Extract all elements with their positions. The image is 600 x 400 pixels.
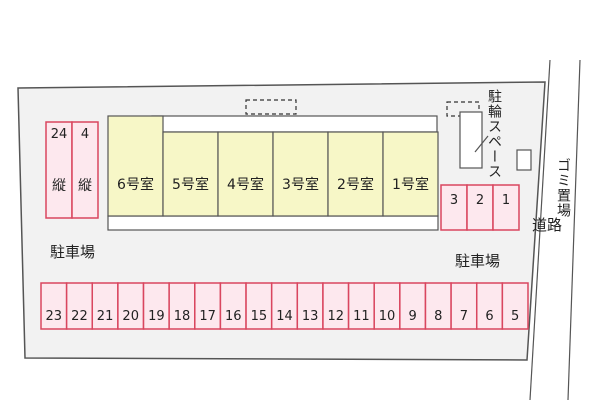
parking-spot <box>194 282 222 330</box>
parking-spot-number: 22 <box>71 309 88 324</box>
unit-label: 6号室 <box>117 176 154 193</box>
dashed-box-top <box>245 99 297 115</box>
parking-spot-number: 3 <box>450 193 458 208</box>
parking-spot <box>424 282 452 330</box>
parking-spot-number: 20 <box>122 309 139 324</box>
bicycle-space-label: 駐輪スペース <box>486 89 502 179</box>
parking-spot <box>373 282 401 330</box>
parking-spot-number: 13 <box>302 309 319 324</box>
parking-spot-number: 9 <box>409 309 417 324</box>
parking-spot <box>296 282 324 330</box>
parking-spot <box>450 282 478 330</box>
parking-spot <box>322 282 350 330</box>
unit-label: 1号室 <box>392 176 429 193</box>
parking-spot <box>466 184 494 231</box>
parking-spot-number: 2 <box>476 193 484 208</box>
parking-spot-kind: 縦 <box>52 178 66 194</box>
unit-label: 4号室 <box>227 176 264 193</box>
parking-spot <box>270 282 299 330</box>
units-layer: 6号室 5号室 4号室 3号室 2号室 1号室 <box>107 115 439 217</box>
parking-label-left: 駐車場 <box>50 243 96 261</box>
unit-label: 3号室 <box>282 176 319 193</box>
parking-label-right: 駐車場 <box>455 252 501 270</box>
unit-room <box>272 131 329 217</box>
parking-spot-number: 24 <box>51 127 68 142</box>
bottom-spots-layer: 23 22 21 20 19 18 17 16 15 14 13 12 11 10 9 8 7 6 5 <box>40 282 529 330</box>
dashed-box-right <box>446 101 480 117</box>
parking-spot <box>65 282 94 330</box>
parking-spot-number: 15 <box>251 309 268 324</box>
parking-spot <box>440 184 468 231</box>
parking-spot-kind: 縦 <box>78 178 92 194</box>
parking-spot-tall <box>71 121 99 219</box>
road-line-left <box>529 59 551 400</box>
parking-spot <box>117 282 145 330</box>
building-bottom-strip <box>107 215 439 231</box>
tall-spots-layer: 24 縦 4 縦 <box>45 121 99 219</box>
unit-label: 2号室 <box>337 176 374 193</box>
unit-label: 5号室 <box>172 176 209 193</box>
parking-spot-number: 4 <box>81 127 89 142</box>
parking-spot-number: 1 <box>502 193 510 208</box>
garbage-label: ゴミ置場 <box>555 158 571 218</box>
bicycle-space <box>459 111 483 169</box>
parking-spot-number: 7 <box>460 309 468 324</box>
unit-room <box>382 131 439 217</box>
parking-spot-number: 14 <box>276 309 293 324</box>
parking-spot <box>245 282 273 330</box>
parking-spot-number: 12 <box>327 309 344 324</box>
road-label: 道路 <box>532 216 563 234</box>
parking-spot-tall <box>45 121 73 219</box>
parking-spot-number: 6 <box>485 309 493 324</box>
parking-spot-number: 21 <box>97 309 114 324</box>
right-spots-layer: 3 2 1 <box>440 184 520 231</box>
parking-spot-number: 5 <box>511 309 519 324</box>
parking-spot <box>168 282 196 330</box>
building-top-strip <box>151 115 438 133</box>
unit-room <box>107 115 164 217</box>
parking-spot <box>40 282 68 330</box>
parking-spot-number: 18 <box>174 309 191 324</box>
parking-spot-number: 17 <box>199 309 216 324</box>
parking-spot-number: 16 <box>225 309 242 324</box>
parking-spot-number: 23 <box>46 309 63 324</box>
parking-spot <box>492 184 520 231</box>
parking-spot-number: 19 <box>148 309 165 324</box>
unit-room <box>217 131 274 217</box>
garbage-box <box>516 149 532 171</box>
parking-spot <box>91 282 119 330</box>
unit-room <box>162 131 219 217</box>
parking-spot-number: 10 <box>379 309 396 324</box>
bicycle-space-mark <box>474 135 489 153</box>
parking-spot-number: 11 <box>353 309 370 324</box>
road-line-right <box>567 59 581 400</box>
parking-spot <box>347 282 375 330</box>
parking-spot <box>501 282 529 330</box>
unit-room <box>327 131 384 217</box>
parking-spot <box>475 282 504 330</box>
parking-spot <box>142 282 170 330</box>
parking-spot-number: 8 <box>434 309 442 324</box>
